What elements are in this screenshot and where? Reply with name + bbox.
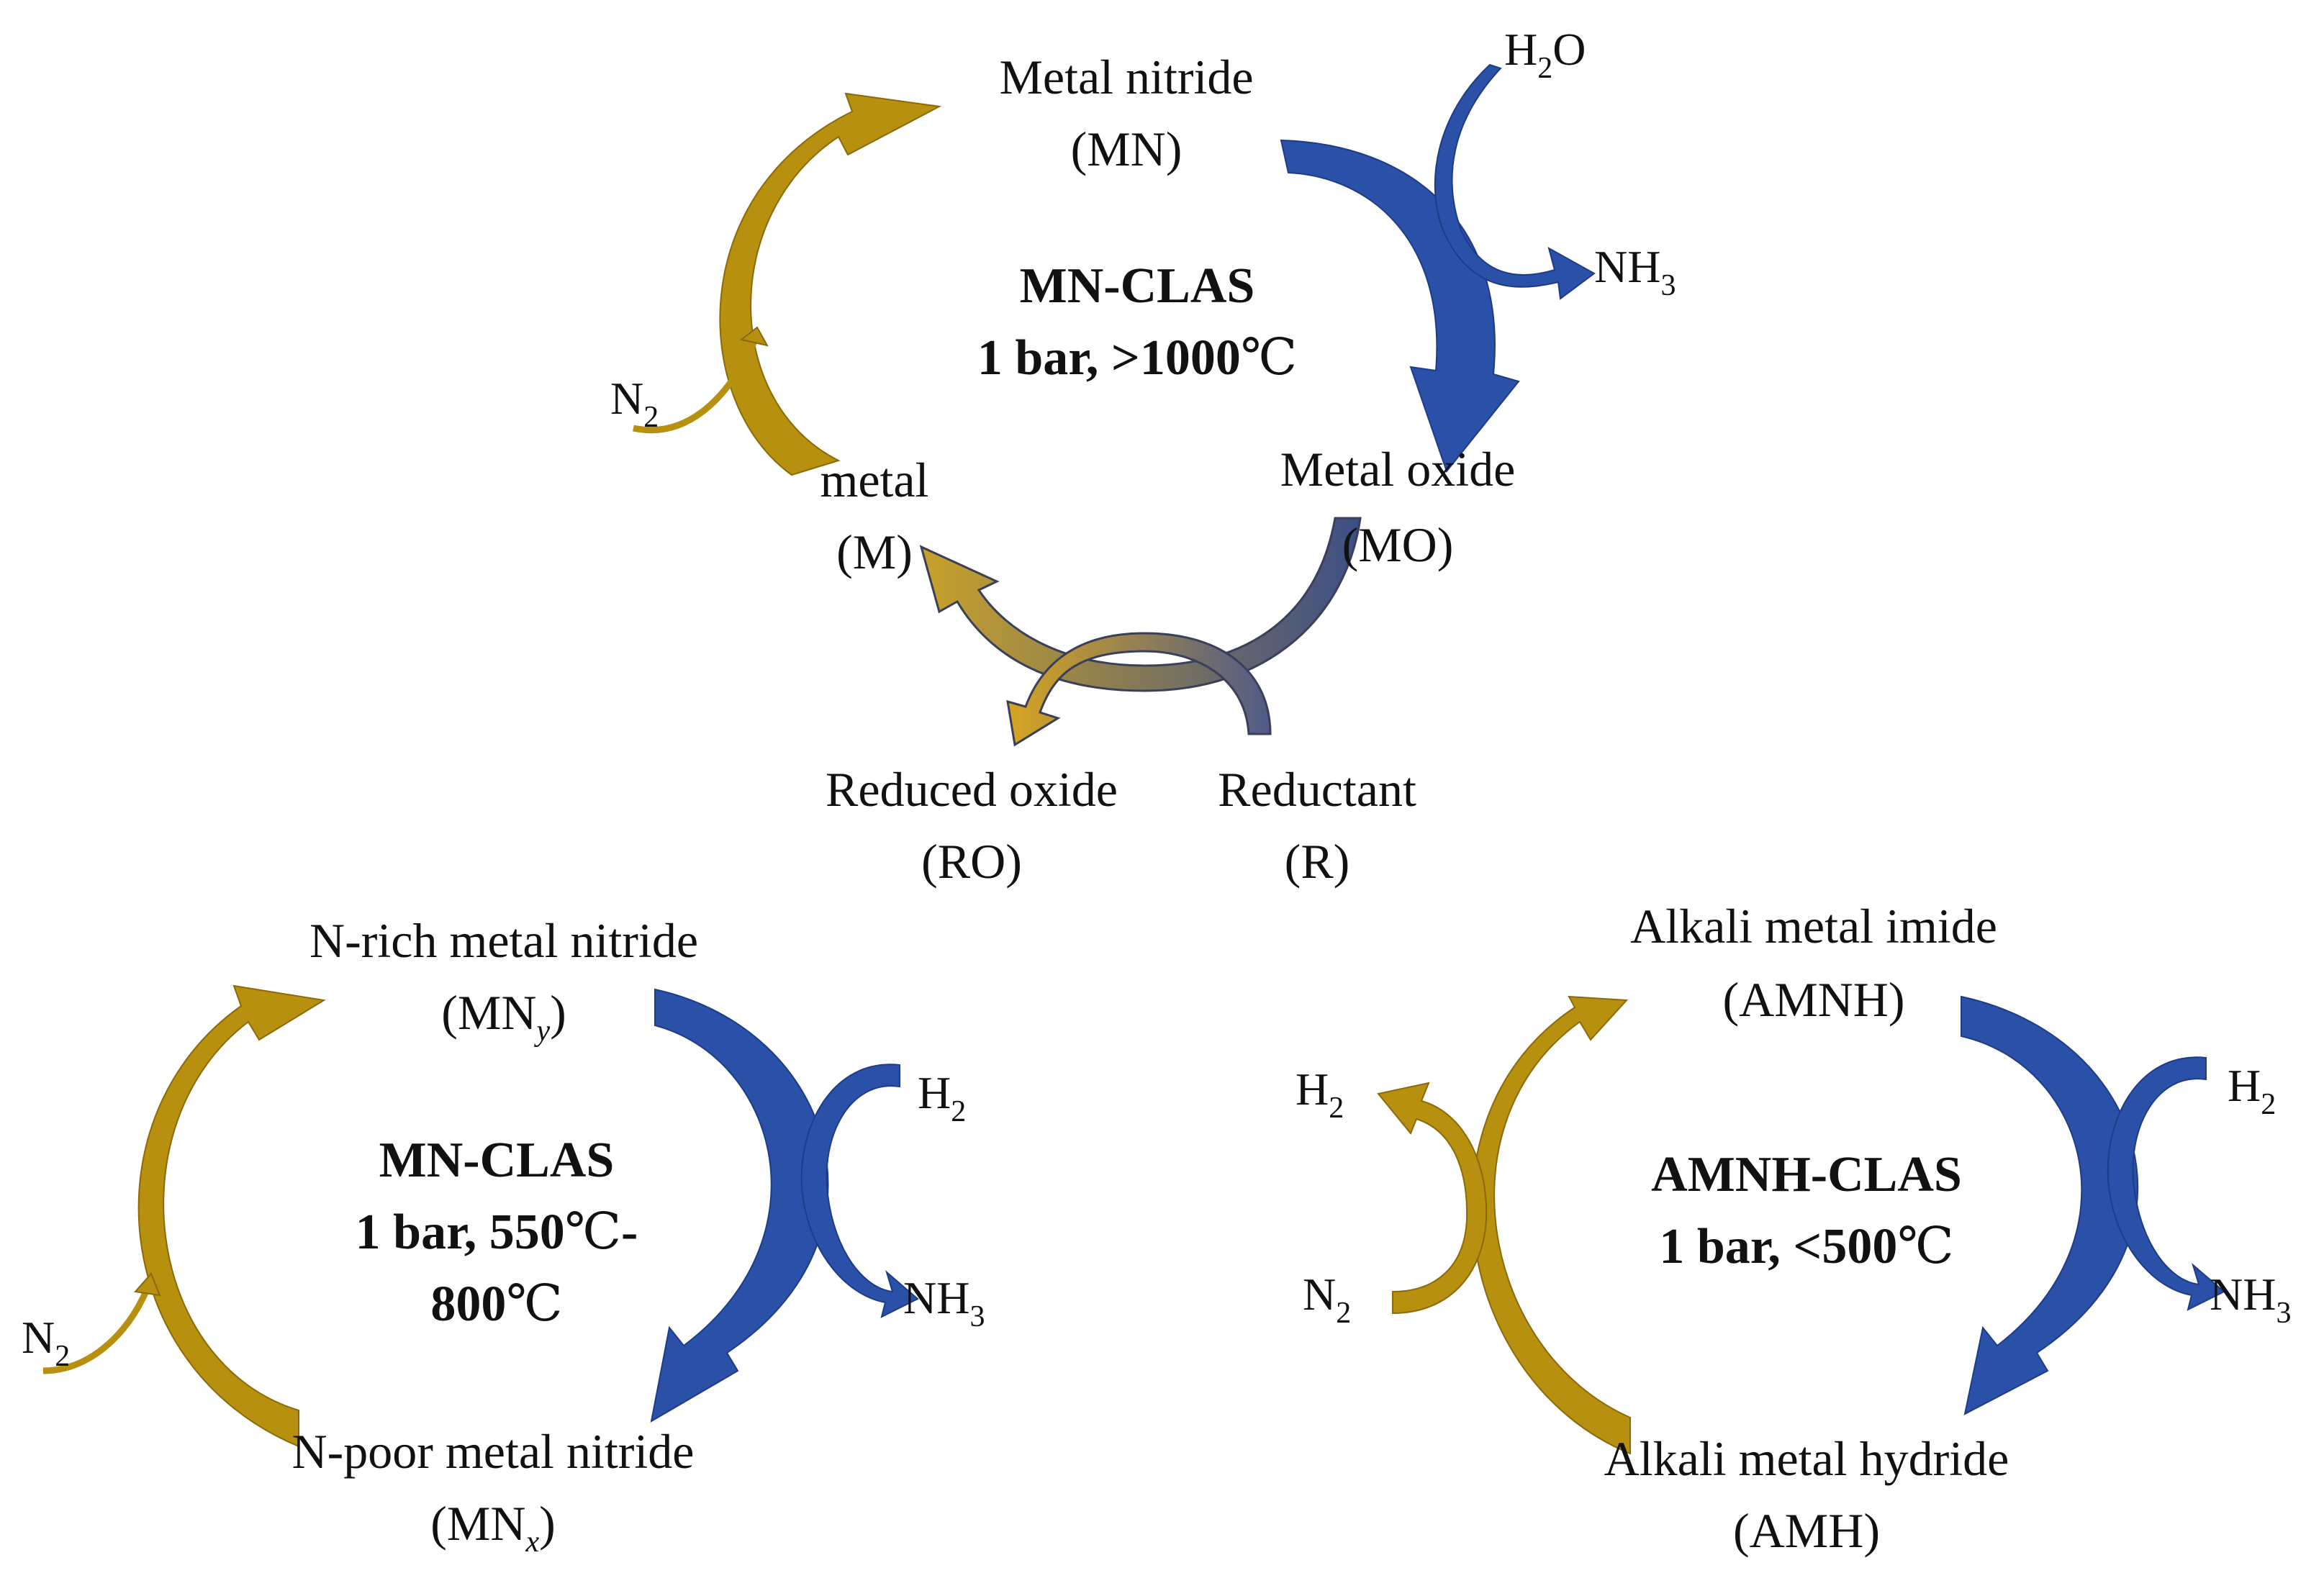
node-n-rich-formula: (MNy) <box>441 985 566 1048</box>
node-hydride: Alkali metal hydride <box>1604 1431 2009 1486</box>
node-imide: Alkali metal imide <box>1630 899 1997 953</box>
top-cycle-conditions: 1 bar, >1000℃ <box>977 330 1297 386</box>
arrow-h2o-nh3-branch <box>1434 63 1596 300</box>
species-nh3-right: NH3 <box>2210 1269 2291 1330</box>
node-metal-oxide: Metal oxide <box>1280 442 1516 497</box>
node-metal-oxide-formula: (MO) <box>1342 517 1454 572</box>
node-reductant-formula: (R) <box>1285 834 1350 889</box>
node-n-poor-formula: (MNx) <box>430 1496 556 1559</box>
species-h2-in-right: H2 <box>2228 1060 2276 1121</box>
node-reduced-oxide: Reduced oxide <box>826 762 1118 817</box>
species-nh3-top: NH3 <box>1594 241 1676 302</box>
node-reduced-oxide-formula: (RO) <box>921 834 1022 889</box>
right-cycle-conditions: 1 bar, <500℃ <box>1659 1219 1953 1274</box>
species-h2o: H2O <box>1504 24 1586 85</box>
species-h2-out-right: H2 <box>1296 1064 1344 1125</box>
species-n2-left: N2 <box>22 1312 70 1373</box>
left-cycle-title: MN-CLAS <box>379 1133 615 1188</box>
arrow-oxide-to-metal <box>919 517 1362 692</box>
node-imide-formula: (AMNH) <box>1722 972 1904 1027</box>
arrow-n2-in-top-head <box>739 326 769 347</box>
arrow-nrich-to-npoor <box>650 988 829 1423</box>
node-n-poor: N-poor metal nitride <box>292 1424 695 1479</box>
top-cycle-title: MN-CLAS <box>1020 258 1255 314</box>
right-cycle-title: AMNH-CLAS <box>1651 1147 1962 1202</box>
arrow-npoor-to-nrich <box>137 984 326 1448</box>
arrow-h2-nh3-right <box>2107 1056 2225 1311</box>
top-cycle: Metal nitride (MN) Metal oxide (MO) meta… <box>610 24 1676 889</box>
species-n2-in-right: N2 <box>1303 1269 1351 1330</box>
node-metal: metal <box>820 453 928 507</box>
arrow-n2-in-left <box>42 1287 151 1374</box>
species-nh3-left: NH3 <box>903 1272 985 1333</box>
node-metal-nitride-formula: (MN) <box>1071 122 1183 176</box>
node-hydride-formula: (AMH) <box>1733 1503 1880 1558</box>
node-reductant: Reductant <box>1218 762 1416 817</box>
arrow-imide-to-hydride <box>1961 995 2139 1415</box>
arrow-reductant-to-ro <box>1006 632 1272 747</box>
arrow-n2-in-left-head <box>134 1272 161 1297</box>
bottom-left-cycle: N-rich metal nitride (MNy) N-poor metal … <box>22 913 985 1559</box>
node-n-rich: N-rich metal nitride <box>309 913 698 968</box>
arrow-h2-nh3-left <box>800 1064 919 1318</box>
left-cycle-conditions-line2: 800℃ <box>430 1277 562 1332</box>
arrow-hydride-to-imide <box>1471 995 1631 1455</box>
arrow-metal-to-nitride <box>719 92 942 476</box>
node-metal-formula: (M) <box>836 525 913 579</box>
species-n2-top: N2 <box>610 373 659 434</box>
left-cycle-conditions-line1: 1 bar, 550℃- <box>356 1205 638 1260</box>
node-metal-nitride: Metal nitride <box>999 50 1253 104</box>
bottom-right-cycle: Alkali metal imide (AMNH) Alkali metal h… <box>1296 899 2291 1558</box>
arrow-h2-n2-right <box>1377 1082 1488 1315</box>
arrow-n2-in-top <box>633 337 759 434</box>
species-h2-left: H2 <box>918 1067 966 1128</box>
arrow-nitride-to-oxide <box>1280 139 1520 473</box>
